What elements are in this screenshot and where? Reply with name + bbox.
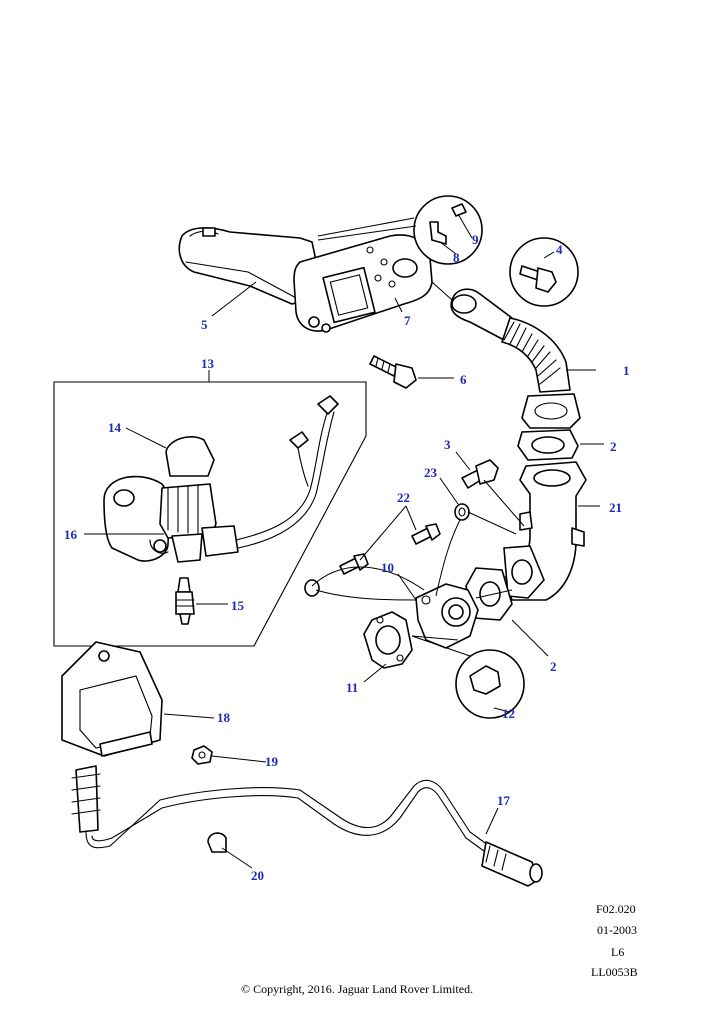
gasket-11 [363,611,413,669]
vacuum-tube [71,765,543,887]
callout-14: 14 [108,420,122,435]
callout-11: 11 [346,680,358,695]
bolts-22 [304,523,441,597]
callout-2-lower: 2 [550,659,557,674]
bolt-detail-circle [509,237,579,307]
drawing-number: LL0053B [591,965,638,979]
callout-18: 18 [217,710,231,725]
egr-housing [503,461,587,601]
callout-17: 17 [497,793,511,808]
callout-19: 19 [265,754,279,769]
bolt-3 [461,459,499,489]
callout-12: 12 [502,706,515,721]
solenoid-assembly-box [53,370,367,647]
gasket-lower [465,567,513,621]
drawing-date: 01-2003 [597,923,637,937]
nut-19 [191,745,213,765]
callout-labels: 1 2 2 3 4 5 6 7 8 9 10 11 12 13 14 15 16… [64,232,630,883]
callout-16: 16 [64,527,78,542]
callout-4: 4 [556,242,563,257]
callout-9: 9 [472,232,479,247]
drawing-info: F02.020 01-2003 L6 LL0053B © Copyright, … [241,902,638,996]
callout-13: 13 [201,356,215,371]
callout-10: 10 [381,560,394,575]
clip-20 [207,832,227,853]
callout-8: 8 [453,250,460,265]
callout-1: 1 [623,363,630,378]
copyright-notice: © Copyright, 2016. Jaguar Land Rover Lim… [241,982,473,996]
washer-23 [454,503,470,521]
bracket-detail-circle [317,195,483,265]
callout-22: 22 [397,490,410,505]
bolt-detail-circle-12 [455,649,525,719]
duct-flange [293,234,433,333]
bolt-6 [369,355,417,389]
egr-valve [415,583,479,649]
callout-20: 20 [251,868,264,883]
figure-ref: F02.020 [596,902,636,916]
callout-3: 3 [444,437,451,452]
callout-6: 6 [460,372,467,387]
callout-23: 23 [424,465,438,480]
drawing-level: L6 [611,945,624,959]
egr-pipe-bellows [450,288,581,429]
ecu-module [61,641,163,757]
callout-2-upper: 2 [610,439,617,454]
callout-7: 7 [404,313,411,328]
callout-5: 5 [201,317,208,332]
leader-lines [84,281,604,869]
gasket-upper [517,429,579,461]
callout-15: 15 [231,598,245,613]
callout-21: 21 [609,500,622,515]
